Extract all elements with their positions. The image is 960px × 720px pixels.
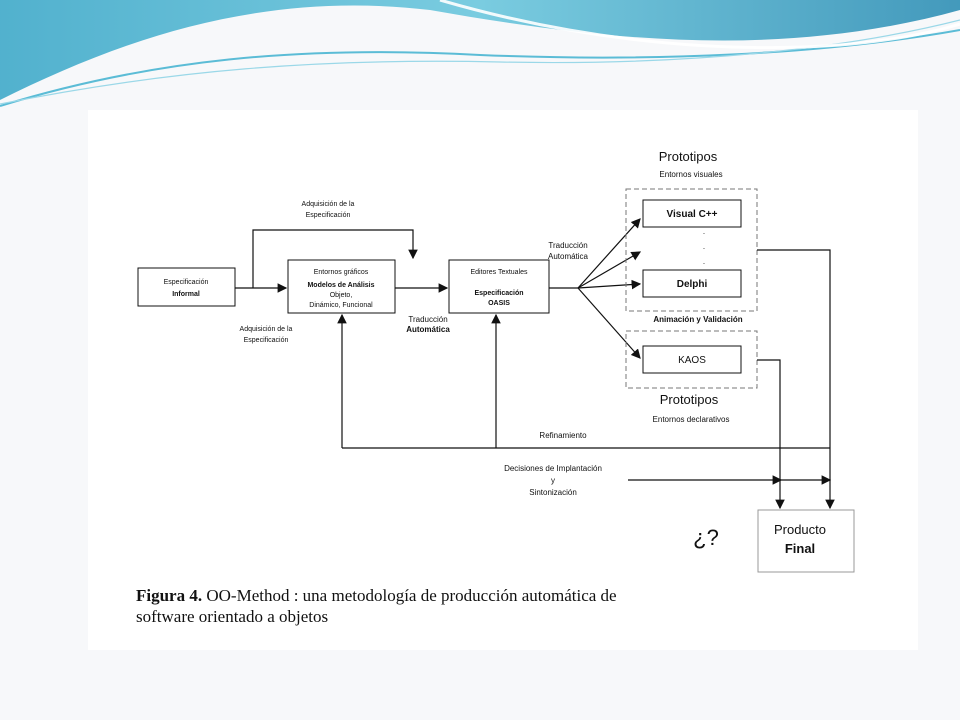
trad-2-label-2: Automática — [548, 252, 589, 261]
dots-3: . — [703, 257, 705, 266]
producto-label-2: Final — [785, 541, 815, 556]
figure-caption: Figura 4. OO-Method : una metodología de… — [136, 585, 876, 627]
decisiones-label-1: Decisiones de Implantación — [504, 464, 602, 473]
delphi-box — [642, 269, 742, 298]
dots-1: . — [703, 227, 705, 236]
question-mark: ¿? — [693, 525, 719, 550]
visual-cpp-box — [642, 199, 742, 228]
kaos-label: KAOS — [678, 355, 706, 366]
anim-valid-label: Animación y Validación — [653, 315, 742, 324]
proto-top-title: Prototipos — [659, 149, 718, 164]
acq-top-label-2: Especificación — [306, 212, 351, 219]
refinamiento-label: Refinamiento — [539, 431, 587, 440]
textual-env-label-2: Especificación — [474, 290, 523, 297]
trad-1-label-2: Automática — [406, 325, 450, 334]
trad-2-label-1: Traducción — [548, 241, 587, 250]
informal-spec-label-2: Informal — [172, 291, 200, 298]
header-wave-decoration — [0, 0, 960, 107]
decisiones-label-3: Sintonización — [529, 488, 577, 497]
decisiones-label-2: y — [551, 476, 555, 485]
caption-text-line1: OO-Method : una metodología de producció… — [202, 586, 617, 605]
trad-1-label-1: Traducción — [408, 315, 447, 324]
oo-method-diagram: Especificación Informal Entornos gráfico… — [137, 149, 855, 573]
kaos-box — [642, 345, 742, 374]
informal-spec-label-1: Especificación — [164, 279, 209, 286]
informal-spec-box — [137, 267, 236, 307]
dots-2: . — [703, 242, 705, 251]
graphic-env-label-1: Entornos gráficos — [314, 269, 369, 276]
proto-bottom-dashed-group — [625, 330, 758, 389]
producto-label-1: Producto — [774, 522, 826, 537]
visual-cpp-label: Visual C++ — [667, 209, 718, 220]
figure: Especificación Informal Entornos gráfico… — [88, 110, 918, 650]
graphic-env-label-2: Modelos de Análisis — [307, 282, 374, 289]
acq-bottom-label-2: Especificación — [244, 337, 289, 344]
graphic-env-label-4: Dinámico, Funcional — [309, 302, 373, 309]
textual-env-label-1: Editores Textuales — [470, 269, 528, 276]
proto-bottom-title: Prototipos — [660, 392, 719, 407]
caption-label: Figura 4. — [136, 586, 203, 605]
acq-bottom-label-1: Adquisición de la — [240, 326, 293, 333]
graphic-env-label-3: Objeto, — [330, 292, 353, 299]
textual-env-box — [448, 259, 550, 314]
caption-text-line2: software orientado a objetos — [136, 607, 329, 626]
textual-env-label-3: OASIS — [488, 300, 510, 307]
producto-final-box — [757, 509, 855, 573]
graphic-env-box — [287, 259, 396, 314]
proto-top-subtitle: Entornos visuales — [659, 170, 722, 179]
acq-top-label-1: Adquisición de la — [302, 201, 355, 208]
proto-bottom-subtitle: Entornos declarativos — [653, 415, 730, 424]
delphi-label: Delphi — [677, 279, 708, 290]
